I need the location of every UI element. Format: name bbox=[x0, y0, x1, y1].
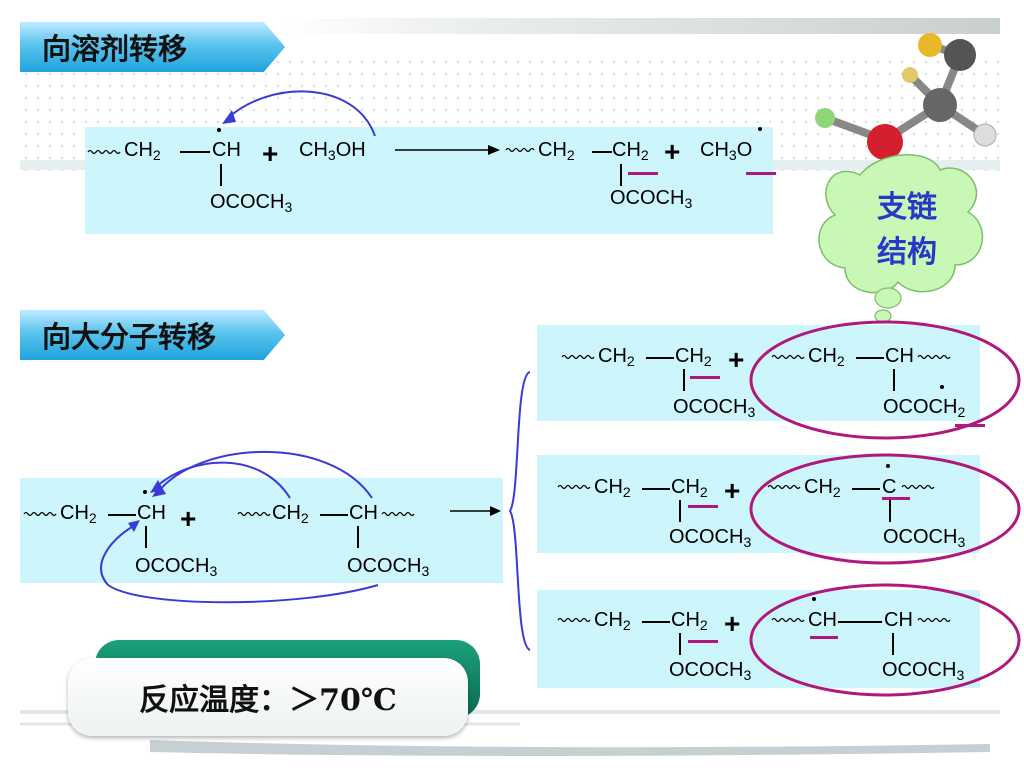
plus-sign: + bbox=[180, 503, 197, 534]
solvent-p1-pendant: OCOCH3 bbox=[610, 187, 693, 211]
radical-dot bbox=[758, 127, 762, 131]
bond bbox=[145, 526, 147, 548]
solvent-r1-ch: CH bbox=[212, 139, 241, 161]
p2-right-c: C bbox=[882, 476, 897, 498]
product-panel-1 bbox=[537, 325, 980, 421]
bond bbox=[892, 633, 894, 655]
product-panel-2 bbox=[537, 455, 980, 553]
highlight-bar bbox=[688, 640, 718, 643]
macro-r2-ch: CH bbox=[349, 502, 378, 524]
plus-sign: + bbox=[262, 138, 279, 169]
p2-right-ch2: CH2 bbox=[804, 476, 841, 500]
highlight-ellipse-1 bbox=[749, 320, 1021, 440]
header-macromolecule-transfer: 向大分子转移 bbox=[20, 310, 285, 360]
p2-left-pendant: OCOCH3 bbox=[669, 526, 752, 550]
plus-sign: + bbox=[728, 344, 745, 375]
solvent-methoxy: CH3O bbox=[700, 139, 753, 163]
p3-right-pendant: OCOCH3 bbox=[882, 659, 965, 683]
solvent-p1-ch2b: CH2 bbox=[612, 139, 649, 163]
solvent-p1-ch2: CH2 bbox=[538, 139, 575, 163]
p3-left-ch2: CH2 bbox=[594, 609, 631, 633]
p2-left-ch2b: CH2 bbox=[671, 476, 708, 500]
highlight-bar bbox=[746, 172, 776, 175]
p3-right-ch-2: CH bbox=[884, 609, 913, 631]
bond bbox=[642, 621, 670, 623]
solvent-r1-pendant: OCOCH3 bbox=[210, 191, 293, 215]
macro-r1-pendant: OCOCH3 bbox=[135, 555, 218, 579]
p3-left-pendant: OCOCH3 bbox=[669, 659, 752, 683]
bond bbox=[679, 500, 681, 522]
condition-text: 反应温度：＞70℃ bbox=[139, 683, 397, 718]
highlight-bar bbox=[628, 172, 658, 175]
highlight-bar bbox=[690, 376, 720, 379]
p3-left-ch2b: CH2 bbox=[671, 609, 708, 633]
bond bbox=[852, 488, 880, 490]
plus-sign: + bbox=[664, 136, 681, 167]
bond bbox=[180, 151, 210, 153]
p1-right-ch2: CH2 bbox=[808, 345, 845, 369]
bond bbox=[646, 357, 674, 359]
bond bbox=[893, 369, 895, 391]
radical-dot bbox=[812, 597, 816, 601]
p3-right-ch: CH bbox=[808, 609, 837, 631]
highlight-bar bbox=[882, 497, 910, 500]
bond bbox=[683, 369, 685, 391]
header-macromolecule-transfer-text: 向大分子转移 bbox=[42, 320, 217, 354]
solvent-r1-ch2: CH2 bbox=[124, 139, 161, 163]
bond bbox=[889, 500, 891, 522]
header-solvent-transfer-text: 向溶剂转移 bbox=[42, 32, 188, 66]
macro-r2-ch2: CH2 bbox=[272, 502, 309, 526]
highlight-ellipse-3 bbox=[749, 583, 1021, 697]
highlight-ellipse-2 bbox=[749, 453, 1021, 565]
cloud-text-line1: 支链 bbox=[877, 190, 937, 225]
radical-dot bbox=[143, 490, 147, 494]
radical-dot bbox=[217, 128, 221, 132]
p1-left-pendant: OCOCH3 bbox=[673, 396, 756, 420]
p1-right-pendant: OCOCH2 bbox=[883, 396, 966, 420]
macro-r1-ch: CH bbox=[137, 502, 166, 524]
highlight-bar bbox=[810, 636, 838, 639]
macro-r2-pendant: OCOCH3 bbox=[347, 555, 430, 579]
bond bbox=[838, 621, 882, 623]
cloud-text-line2: 结构 bbox=[877, 235, 937, 270]
plus-sign: + bbox=[724, 475, 741, 506]
bond bbox=[642, 488, 670, 490]
p1-left-ch2: CH2 bbox=[598, 345, 635, 369]
p1-left-ch2b: CH2 bbox=[675, 345, 712, 369]
radical-dot bbox=[886, 464, 890, 468]
cloud-text: 支链 结构 bbox=[862, 185, 952, 275]
bond bbox=[320, 514, 348, 516]
radical-dot bbox=[940, 385, 944, 389]
bond bbox=[679, 633, 681, 655]
solvent-methanol: CH3OH bbox=[299, 139, 366, 163]
p2-left-ch2: CH2 bbox=[594, 476, 631, 500]
header-solvent-transfer: 向溶剂转移 bbox=[20, 22, 285, 72]
product-panel-3 bbox=[537, 590, 980, 688]
bond bbox=[357, 526, 359, 548]
condition-box: 反应温度：＞70℃ bbox=[68, 658, 468, 736]
macro-r1-ch2: CH2 bbox=[60, 502, 97, 526]
highlight-bar bbox=[688, 505, 718, 508]
plus-sign: + bbox=[724, 608, 741, 639]
solvent-reaction-panel bbox=[85, 127, 773, 234]
p2-right-pendant: OCOCH3 bbox=[883, 526, 966, 550]
p1-right-ch: CH bbox=[885, 345, 914, 367]
bond bbox=[108, 514, 136, 516]
bond bbox=[620, 164, 622, 186]
bond bbox=[856, 357, 884, 359]
bond bbox=[220, 164, 222, 186]
bond bbox=[592, 151, 612, 153]
